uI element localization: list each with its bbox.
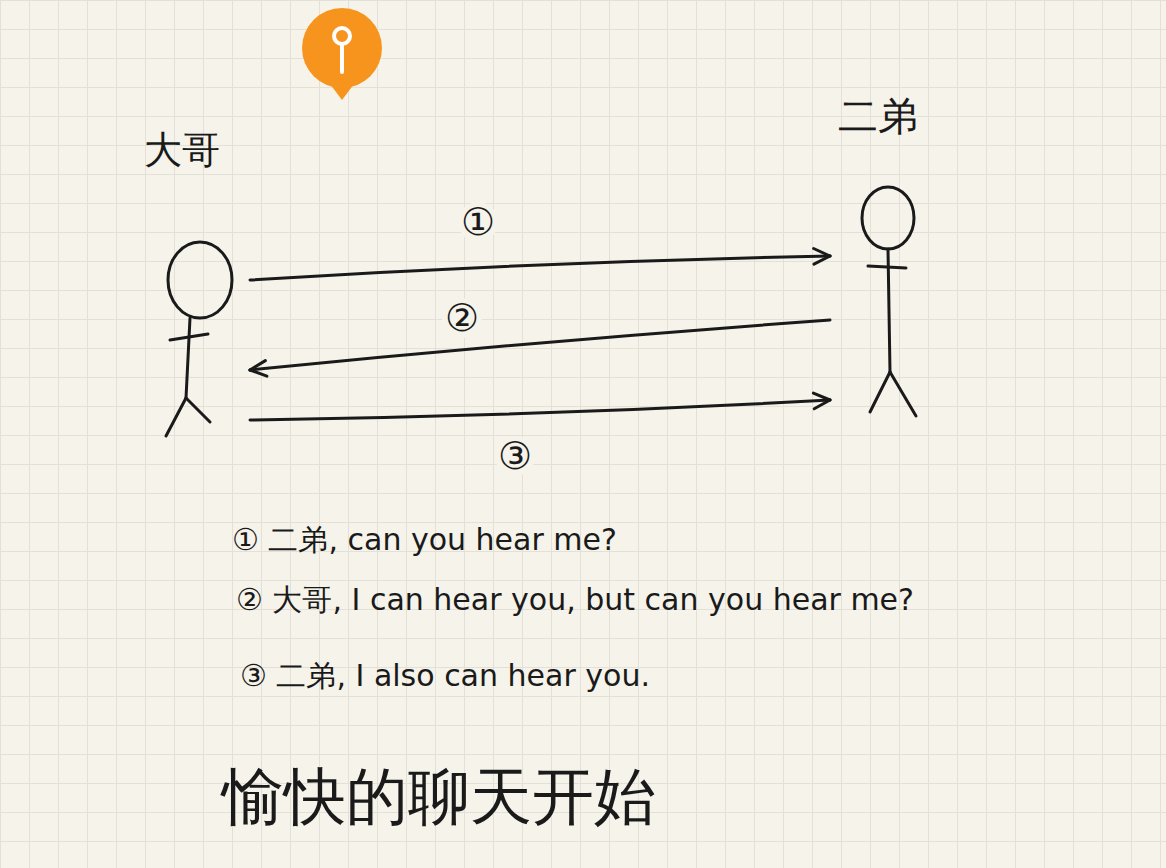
step-number: ③	[495, 436, 535, 476]
arrow-head	[813, 393, 830, 400]
person-node: 二弟	[830, 92, 945, 422]
arrow-head	[250, 361, 265, 370]
arrow-line	[250, 320, 830, 370]
closing-note: 愉快的聊天开始	[222, 760, 656, 834]
arrow-line	[250, 256, 830, 280]
arrow-head	[814, 400, 830, 409]
arrow-line	[250, 400, 830, 420]
arrow-head	[250, 370, 267, 376]
message-arrow	[250, 249, 830, 280]
arrow-head	[814, 256, 830, 264]
stick-figure-right	[862, 187, 916, 416]
step-number: ①	[458, 202, 498, 242]
stick-figure-left	[166, 242, 232, 436]
message-arrow	[250, 320, 830, 376]
person-name: 大哥	[140, 128, 224, 174]
dialogue-line: ② 大哥, I can hear you, but can you hear m…	[236, 582, 914, 618]
location-pin-icon	[302, 8, 382, 100]
arrow-head	[814, 249, 830, 256]
dialogue-line: ③ 二弟, I also can hear you.	[240, 658, 650, 694]
message-arrow	[250, 393, 830, 420]
person-name: 二弟	[834, 92, 922, 140]
dialogue-line: ① 二弟, can you hear me?	[232, 522, 617, 558]
step-number: ②	[442, 298, 482, 338]
person-node: 大哥	[140, 128, 250, 440]
